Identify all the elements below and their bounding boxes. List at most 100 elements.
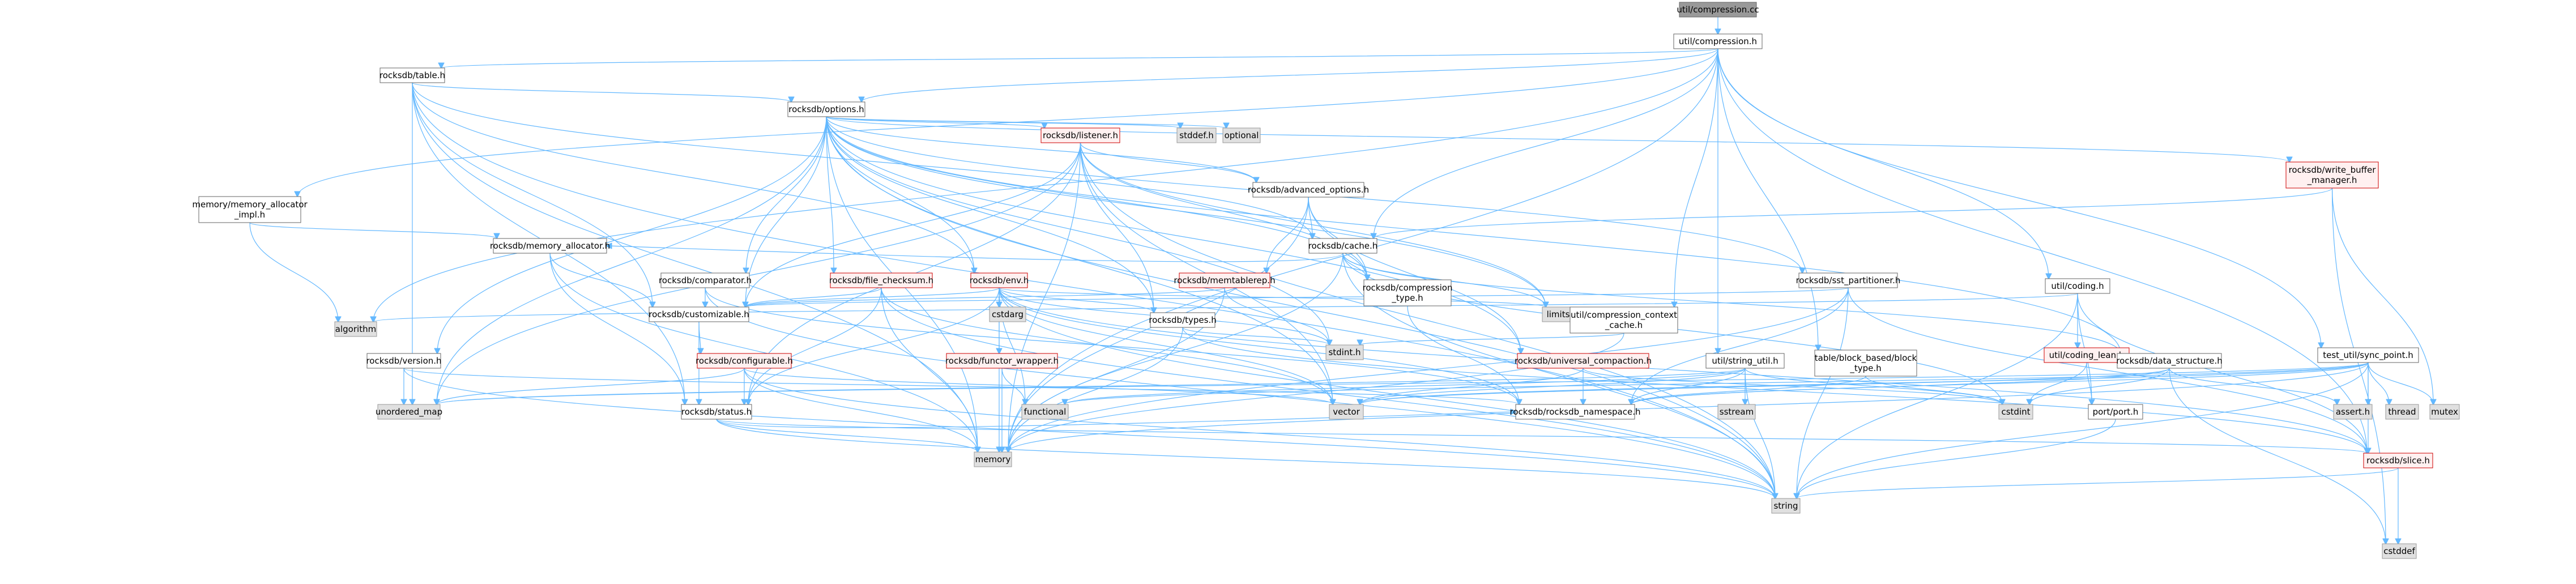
node-label: rocksdb/comparator.h — [659, 275, 752, 285]
node-memtablerep-h[interactable]: rocksdb/memtablerep.h — [1174, 272, 1276, 288]
edge-options_h-to-string — [826, 116, 1775, 498]
node-label: rocksdb/status.h — [681, 407, 752, 417]
node-box — [1176, 127, 1217, 143]
node-box — [1308, 238, 1377, 254]
node-rocksdb-namespace-h[interactable]: rocksdb/rocksdb_namespace.h — [1510, 404, 1641, 420]
node-limits: limits — [1542, 306, 1575, 322]
edge-sync_point_h-to-vector — [1360, 362, 2369, 404]
node-label: rocksdb/rocksdb_namespace.h — [1510, 407, 1641, 417]
node-box — [787, 101, 865, 117]
node-slice-h[interactable]: rocksdb/slice.h — [2363, 453, 2433, 468]
node-sst-partitioner-h[interactable]: rocksdb/sst_partitioner.h — [1796, 272, 1901, 288]
node-version-h[interactable]: rocksdb/version.h — [366, 353, 442, 369]
node-label: rocksdb/memory_allocator.h — [490, 241, 610, 251]
node-compression-cc[interactable]: util/compression.cc — [1677, 2, 1759, 18]
node-label: _type.h — [1391, 293, 1423, 304]
edge-coding_lean_h-to-cstdint — [2029, 362, 2087, 404]
edge-memory_allocator_h-to-customizable_h — [549, 253, 652, 307]
node-box — [649, 306, 749, 322]
node-functor-wrapper-h[interactable]: rocksdb/functor_wrapper.h — [945, 353, 1059, 369]
node-label: rocksdb/version.h — [366, 356, 441, 366]
edge-types_h-to-slice_h — [1182, 327, 2367, 453]
node-port-h[interactable]: port/port.h — [2088, 404, 2143, 420]
edge-types_h-to-stdint_h — [1182, 327, 1329, 345]
edge-options_h-to-data_structure_h — [826, 116, 2121, 353]
node-file-checksum-h[interactable]: rocksdb/file_checksum.h — [829, 272, 933, 288]
node-label: sstream — [1720, 407, 1754, 417]
node-label: port/port.h — [2093, 407, 2139, 417]
node-options-h[interactable]: rocksdb/options.h — [787, 101, 865, 117]
node-write-buffer-mgr[interactable]: rocksdb/write_buffer_manager.h — [2285, 161, 2379, 189]
edge-table_h-to-options_h — [412, 82, 791, 102]
node-mem-alloc-impl[interactable]: memory/memory_allocator_impl.h — [192, 196, 308, 223]
edge-file_checksum_h-to-customizable_h — [745, 287, 882, 307]
edge-file_checksum_h-to-status_h — [748, 287, 882, 404]
edge-compression_type_h-to-rocksdb_namespace_h — [1407, 305, 1519, 404]
node-block-based-type-h[interactable]: table/block_based/block_type.h — [1814, 349, 1917, 377]
node-compression-h[interactable]: util/compression.h — [1673, 33, 1763, 49]
node-universal-compaction-h[interactable]: rocksdb/universal_compaction.h — [1515, 353, 1652, 369]
node-sync-point-h[interactable]: test_util/sync_point.h — [2317, 347, 2419, 363]
node-types-h[interactable]: rocksdb/types.h — [1149, 312, 1217, 328]
node-label: rocksdb/compression — [1363, 283, 1453, 293]
node-string-util-h[interactable]: util/string_util.h — [1705, 353, 1785, 369]
edge-options_h-to-advanced_options_h — [826, 116, 1256, 182]
node-box — [1798, 272, 1898, 288]
node-label: util/compression_context — [1571, 310, 1677, 321]
node-listener-h[interactable]: rocksdb/listener.h — [1040, 127, 1120, 143]
node-vector: vector — [1329, 404, 1364, 420]
edge-listener_h-to-string — [1080, 142, 1776, 498]
edge-advanced_options_h-to-memtablerep_h — [1266, 197, 1309, 273]
node-comp-ctx-cache[interactable]: util/compression_context_cache.h — [1570, 306, 1678, 334]
node-box — [2285, 161, 2379, 189]
node-env-h[interactable]: rocksdb/env.h — [970, 272, 1029, 288]
node-box — [660, 272, 750, 288]
node-advanced-options-h[interactable]: rocksdb/advanced_options.h — [1248, 182, 1369, 198]
node-compression-type-h[interactable]: rocksdb/compression_type.h — [1363, 279, 1453, 306]
node-memory-allocator-h[interactable]: rocksdb/memory_allocator.h — [490, 238, 610, 254]
node-label: _impl.h — [234, 210, 265, 220]
node-box — [1329, 404, 1364, 420]
node-box — [377, 404, 441, 420]
edge-compression_h-to-table_h — [441, 48, 1718, 68]
node-box — [2088, 404, 2143, 420]
edge-version_h-to-rocksdb_namespace_h — [403, 368, 1519, 404]
node-cache-h[interactable]: rocksdb/cache.h — [1308, 238, 1378, 254]
node-stddef-h: stddef.h — [1176, 127, 1217, 143]
node-box — [2429, 404, 2460, 420]
edge-options_h-to-version_h — [437, 116, 827, 353]
edge-write_buffer_mgr-to-mutex — [2331, 187, 2434, 404]
node-customizable-h[interactable]: rocksdb/customizable.h — [649, 306, 749, 322]
node-box — [334, 321, 377, 337]
node-label: functional — [1024, 407, 1067, 417]
edge-coding_lean_h-to-port_h — [2086, 362, 2092, 404]
node-box — [1252, 182, 1364, 198]
node-label: rocksdb/file_checksum.h — [829, 275, 933, 286]
node-coding-lean-h[interactable]: util/coding_lean.h — [2044, 347, 2130, 363]
node-table-h[interactable]: rocksdb/table.h — [379, 67, 445, 83]
node-thread: thread — [2385, 404, 2419, 420]
node-comparator-h[interactable]: rocksdb/comparator.h — [659, 272, 752, 288]
edge-env_h-to-status_h — [748, 287, 1000, 404]
edge-status_h-to-slice_h — [716, 419, 2367, 453]
edge-sync_point_h-to-memory — [1008, 362, 2369, 452]
node-label: rocksdb/memtablerep.h — [1174, 275, 1275, 285]
node-label: rocksdb/env.h — [970, 275, 1029, 285]
edge-listener_h-to-compression_type_h — [1080, 142, 1368, 280]
edge-compression_h-to-sync_point_h — [1717, 48, 2321, 348]
edge-status_h-to-rocksdb_namespace_h — [716, 412, 1516, 428]
node-data-structure-h[interactable]: rocksdb/data_structure.h — [2116, 353, 2223, 369]
edge-compression_h-to-slice_h — [1717, 48, 2367, 453]
node-label: rocksdb/cache.h — [1308, 241, 1378, 251]
edge-version_h-to-string — [403, 368, 1775, 498]
edge-options_h-to-write_buffer_mgr — [826, 116, 2289, 162]
node-status-h[interactable]: rocksdb/status.h — [681, 404, 752, 420]
edge-table_h-to-customizable_h — [412, 82, 652, 307]
node-configurable-h[interactable]: rocksdb/configurable.h — [696, 353, 793, 369]
node-coding-h[interactable]: util/coding.h — [2045, 278, 2110, 294]
node-box — [1705, 353, 1785, 369]
node-label: thread — [2388, 407, 2416, 417]
node-box — [2045, 278, 2110, 294]
edge-memory_allocator_h-to-status_h — [549, 253, 685, 404]
